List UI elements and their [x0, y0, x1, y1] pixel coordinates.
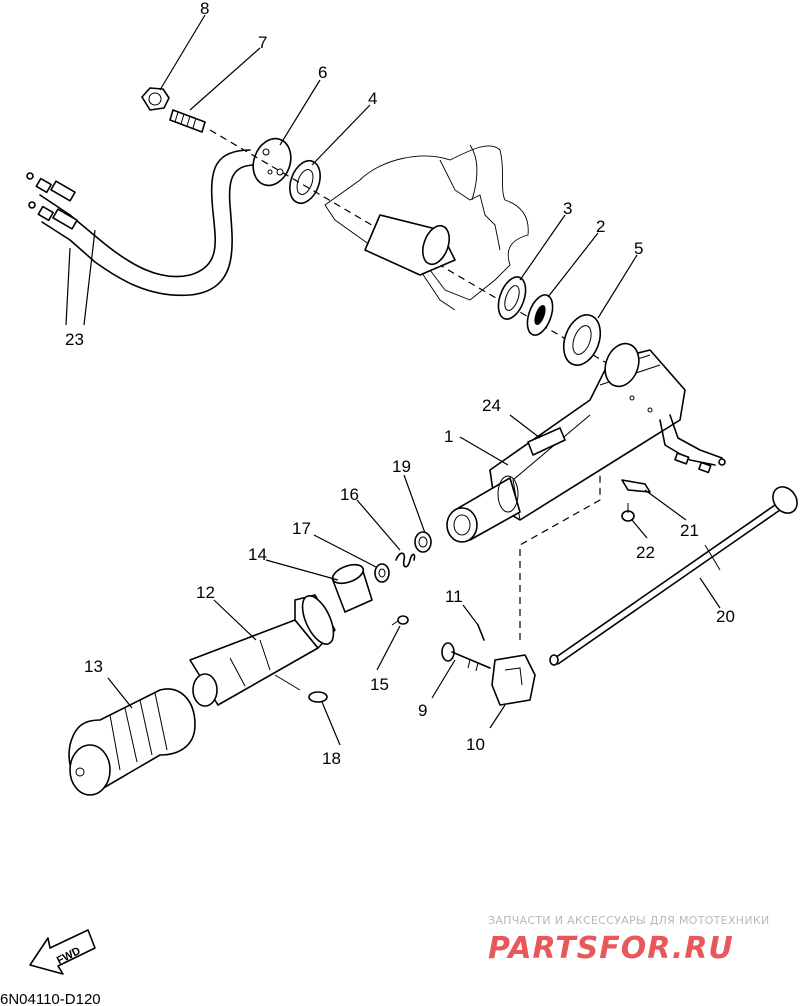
- watermark-logo: PARTSFOR.RU: [488, 931, 734, 966]
- callout-11: 11: [445, 587, 463, 606]
- callout-12: 12: [196, 583, 215, 602]
- washer-part-17: [374, 563, 390, 583]
- grip-cover-part-13: [68, 688, 196, 796]
- screw-part-15: [391, 615, 409, 626]
- callout-13: 13: [84, 657, 103, 676]
- callout-22: 22: [636, 543, 655, 562]
- callout-20: 20: [716, 607, 735, 626]
- callout-19: 19: [392, 457, 411, 476]
- drawing-code: 6N04110-D120: [0, 991, 101, 1006]
- steering-handle-part-1: [446, 342, 726, 543]
- pin-part-11: [477, 624, 485, 641]
- bolt-part-7: [169, 109, 206, 133]
- callout-4: 4: [368, 89, 377, 108]
- spring-part-16: [395, 552, 416, 568]
- callout-16: 16: [340, 485, 359, 504]
- callout-6: 6: [318, 63, 327, 82]
- callout-2: 2: [596, 217, 605, 236]
- leader-lines: [65, 14, 721, 746]
- washer-part-4: [289, 159, 321, 205]
- steering-bracket-tube: [364, 214, 456, 276]
- collar-part-14: [331, 563, 373, 613]
- callout-1: 1: [444, 427, 453, 446]
- washer-part-3: [497, 276, 527, 320]
- callout-18: 18: [322, 749, 341, 768]
- washer-part-5: [562, 314, 602, 366]
- callout-15: 15: [370, 675, 389, 694]
- callout-5: 5: [634, 239, 643, 258]
- watermark-tagline: ЗАПЧАСТИ И АКСЕССУАРЫ ДЛЯ МОТОТЕХНИКИ: [488, 914, 770, 927]
- ring-part-19: [414, 531, 432, 553]
- shift-rod-part-20: [549, 486, 798, 666]
- wave-washer-part-2: [526, 294, 554, 336]
- callout-labels: 8 7 6 4 3 2 5 23 24 1 19 16 17 14 12 11 …: [65, 0, 735, 768]
- callout-21: 21: [680, 521, 699, 540]
- callout-10: 10: [466, 735, 485, 754]
- callout-14: 14: [248, 545, 267, 564]
- fwd-arrow-icon: FWD: [29, 929, 96, 975]
- callout-3: 3: [563, 199, 572, 218]
- plate-part-6: [252, 137, 292, 187]
- watermark: ЗАПЧАСТИ И АКСЕССУАРЫ ДЛЯ МОТОТЕХНИКИ PA…: [488, 914, 770, 966]
- engine-outline: [324, 144, 529, 311]
- throttle-cables: [26, 149, 256, 297]
- callout-7: 7: [258, 33, 267, 52]
- callout-8: 8: [200, 0, 209, 18]
- bracket-part-10: [491, 654, 536, 706]
- callout-17: 17: [292, 519, 311, 538]
- plate-part-21: [621, 479, 651, 493]
- nut-part-8: [141, 87, 170, 111]
- screw-part-18: [274, 674, 328, 703]
- callout-23: 23: [65, 330, 84, 349]
- grip-part-12: [189, 594, 336, 707]
- callout-9: 9: [418, 701, 427, 720]
- bolt-part-22: [621, 503, 635, 522]
- bolt-part-9: [441, 642, 491, 672]
- callout-24: 24: [482, 396, 501, 415]
